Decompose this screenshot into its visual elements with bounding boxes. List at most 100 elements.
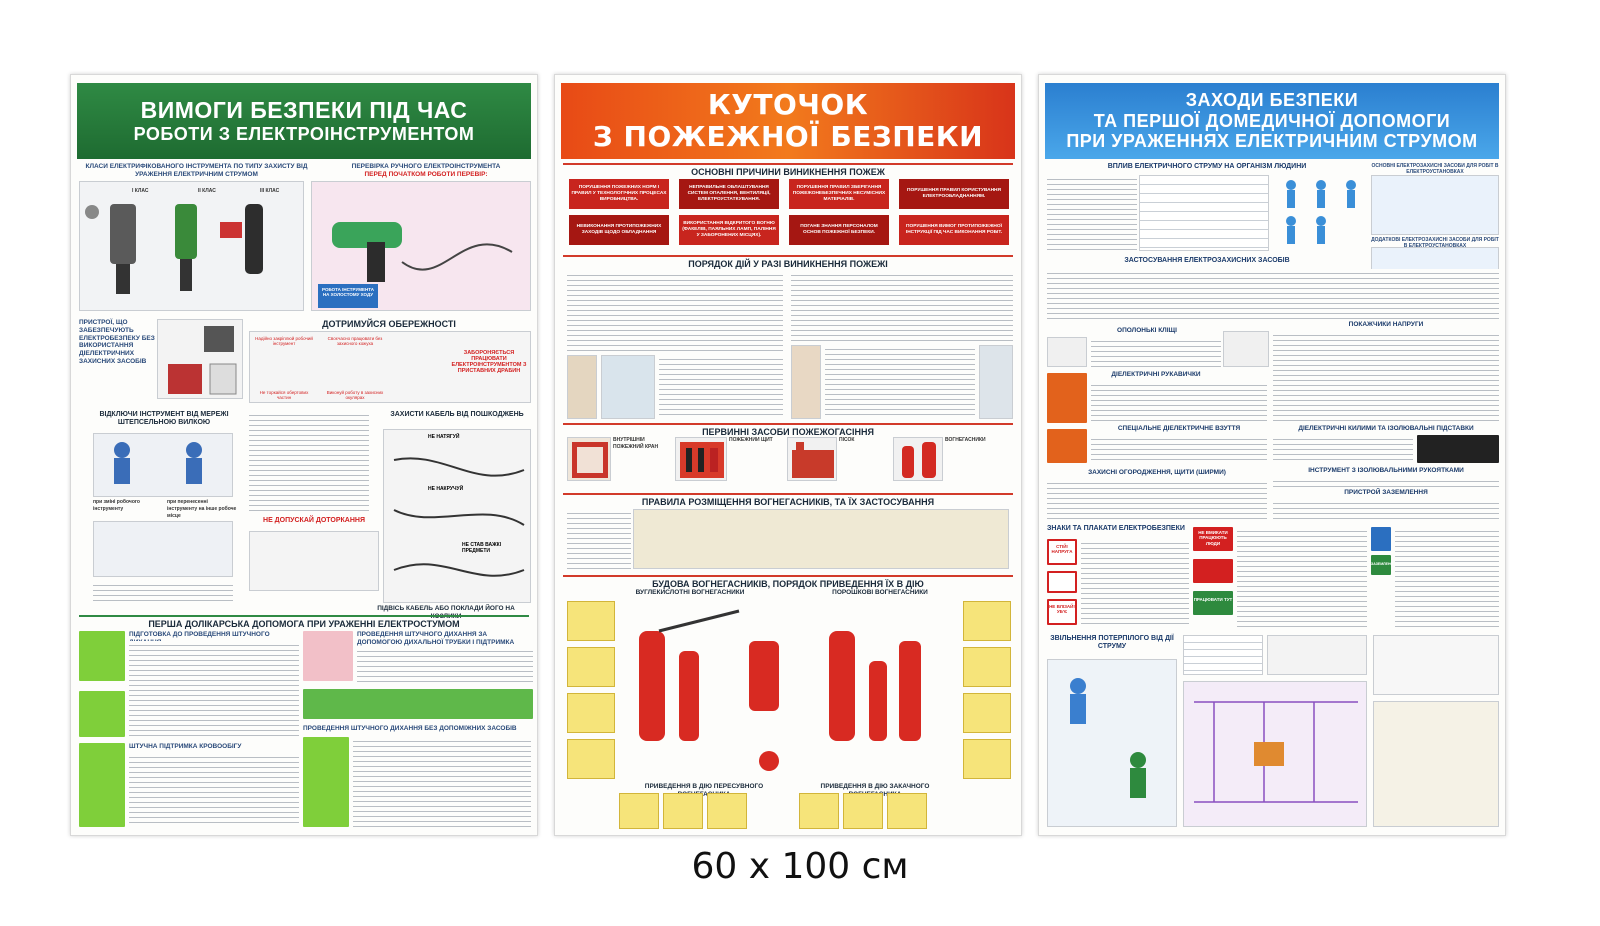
- procedure-heading: ПОРЯДОК ДІЙ У РАЗІ ВИНИКНЕННЯ ПОЖЕЖІ: [563, 255, 1013, 269]
- poster3-title-line3: ПРИ УРАЖЕННЯХ ЕЛЕКТРИЧНИМ СТРУМОМ: [1066, 131, 1478, 152]
- cable-heading: ЗАХИСТИ КАБЕЛЬ ВІД ПОШКОДЖЕНЬ: [390, 411, 524, 418]
- dielectric-mat-image: [1417, 435, 1499, 463]
- check-heading: ПЕРЕВІРКА РУЧНОГО ЕЛЕКТРОІНСТРУМЕНТА: [351, 163, 501, 170]
- cause-4: ПОРУШЕННЯ ПРАВИЛ КОРИСТУВАННЯ ЕЛЕКТРООБЛ…: [899, 179, 1009, 209]
- main-means-table: [1371, 175, 1499, 235]
- circuit-icon: [1194, 701, 1358, 803]
- co2-extinguishers-heading: ВУГЛЕКИСЛОТНІ ВОГНЕГАСНИКИ: [635, 589, 745, 596]
- procedure-image-4: [979, 345, 1013, 419]
- sign-stop: СТІЙ! НАПРУГА: [1047, 539, 1077, 565]
- tool-classes-illustration: І КЛАС ІІ КЛАС ІІІ КЛАС: [79, 181, 304, 311]
- fire-board-image: [675, 437, 727, 481]
- caution-item-4: Виконуй роботу в захисних окулярах: [326, 390, 384, 400]
- voltage-indicator-image: [1223, 331, 1269, 367]
- extra-means-heading: ДОДАТКОВІ ЕЛЕКТРОЗАХИСНІ ЗАСОБИ ДЛЯ РОБІ…: [1371, 237, 1499, 249]
- action-tile-3: [707, 793, 747, 829]
- procedure-image-1: [567, 355, 597, 419]
- worker-icon: [114, 442, 202, 484]
- check-subheading: ПЕРЕД ПОЧАТКОМ РОБОТИ ПЕРЕВІР:: [364, 171, 488, 178]
- first-aid-step3-image: [79, 691, 125, 737]
- poster1-title-line2: РОБОТИ З ЕЛЕКТРОІНСТРУМЕНТОМ: [133, 123, 475, 144]
- boots-text: [1091, 435, 1267, 463]
- placement-text: [567, 509, 631, 569]
- means-item-1: ОПОЛОНЬКІ КЛІЩІ: [1117, 327, 1177, 334]
- placement-heading: ПРАВИЛА РОЗМІЩЕННЯ ВОГНЕГАСНИКІВ, ТА ЇХ …: [563, 493, 1013, 507]
- first-aid-step4-image: [79, 743, 125, 827]
- action-tile-4: [799, 793, 839, 829]
- dielectric-gloves-image: [1047, 373, 1087, 423]
- extinguishers-image: [893, 437, 943, 481]
- sign-work-here: ПРАЦЮВАТИ ТУТ: [1193, 591, 1233, 615]
- first-aid-text-2: [357, 647, 533, 683]
- pictogram-tile-8: [963, 739, 1011, 779]
- signs-right-text: [1395, 527, 1499, 627]
- devices-heading: ПРИСТРОЇ, ЩО ЗАБЕЗПЕЧУЮТЬ ЕЛЕКТРОБЕЗПЕКУ…: [79, 319, 155, 365]
- powder-extinguishers-heading: ПОРОШКОВІ ВОГНЕГАСНИКИ: [832, 589, 928, 596]
- extinguisher-diagram: [639, 609, 921, 771]
- pictogram-tile-1: [567, 601, 615, 641]
- placement-illustration: [633, 509, 1009, 569]
- means-item-5: ДІЕЛЕКТРИЧНІ КИЛИМИ ТА ІЗОЛЮВАЛЬНІ ПІДСТ…: [1298, 425, 1474, 432]
- cause-3: ПОРУШЕННЯ ПРАВИЛ ЗБЕРІГАННЯ ПОЖЕЖОНЕБЕЗП…: [789, 179, 889, 209]
- fire-extinguisher-icon: [902, 442, 936, 478]
- sand-box-image: [787, 437, 837, 481]
- first-aid-text-3: [129, 753, 299, 827]
- mats-text: [1273, 435, 1413, 463]
- means-item-3: ДІЕЛЕКТРИЧНІ РУКАВИЧКИ: [1111, 371, 1201, 378]
- primary-item-3: ПІСОК: [839, 437, 855, 443]
- means-item-6: ІНСТРУМЕНТ З ІЗОЛЮВАЛЬНИМИ РУКОЯТКАМИ: [1308, 467, 1464, 474]
- pictogram-tile-7: [963, 693, 1011, 733]
- cause-6: ВИКОРИСТАННЯ ВІДКРИТОГО ВОГНЮ (ФАКЕЛІВ, …: [679, 215, 779, 245]
- first-aid-step5-image: [303, 737, 349, 827]
- caution-item-1: Надійно закріплюй робочий інструмент: [255, 336, 313, 346]
- disconnect-illustration: [93, 433, 233, 497]
- plates-text: [1237, 527, 1367, 627]
- poster3-title-line2: ТА ПЕРШОЇ ДОМЕДИЧНОЇ ДОПОМОГИ: [1093, 110, 1451, 131]
- primary-item-1: ВНУТРІШНІЙ ПОЖЕЖНИЙ КРАН: [613, 437, 659, 450]
- class3-label: ІІІ КЛАС: [260, 188, 280, 194]
- class1-label: І КЛАС: [132, 188, 149, 194]
- means-heading: ОСНОВНІ ЕЛЕКТРОЗАХИСНІ ЗАСОБИ ДЛЯ РОБІТ …: [1371, 163, 1499, 175]
- transformer-icon: [168, 326, 237, 395]
- grounding-text: [1273, 499, 1499, 519]
- disconnect-heading: ВІДКЛЮЧИ ІНСТРУМЕНТ ВІД МЕРЕЖІ ШТЕПСЕЛЬН…: [99, 411, 229, 427]
- sign-do-not-switch: НЕ ВМИКАТИ ПРАЦЮЮТЬ ЛЮДИ: [1193, 527, 1233, 551]
- influence-heading: ВПЛИВ ЕЛЕКТРИЧНОГО СТРУМУ НА ОРГАНІЗМ ЛЮ…: [1107, 163, 1307, 170]
- wiring-diagram: [1183, 681, 1367, 827]
- tool-rules-text: [249, 411, 369, 511]
- procedure-text-left: [567, 271, 783, 351]
- fire-cabinet-icon: [572, 442, 608, 478]
- poster2-header: КУТОЧОК З ПОЖЕЖНОЇ БЕЗПЕКИ: [561, 83, 1015, 159]
- cable-note-1: НЕ НАТЯГУЙ: [428, 434, 460, 440]
- caution-item-2: Своєчасно працювати без захисного кожуха: [327, 336, 383, 346]
- no-touch-heading: НЕ ДОПУСКАЙ ДОТОРКАННЯ: [263, 517, 365, 524]
- means-item-2: ПОКАЖЧИКИ НАПРУГИ: [1348, 321, 1424, 328]
- sign-red-frame: [1047, 571, 1077, 593]
- first-aid-text-4: [353, 737, 531, 827]
- primary-item-2: ПОЖЕЖНИЙ ЩИТ: [729, 437, 773, 443]
- protective-devices-illustration: [157, 319, 243, 399]
- release-table: [1183, 635, 1263, 675]
- first-aid-sub-3: ШТУЧНА ПІДТРИМКА КРОВООБІГУ: [129, 743, 242, 750]
- influence-text: [1047, 175, 1137, 251]
- first-aid-heading: ПЕРША ДОЛІКАРСЬКА ДОПОМОГА ПРИ УРАЖЕННІ …: [79, 615, 529, 629]
- first-aid-text-1: [129, 641, 299, 737]
- cause-5: НЕВИКОНАННЯ ПРОТИПОЖЕЖНИХ ЗАХОДІВ ЩОДО О…: [569, 215, 669, 245]
- procedure-text-right: [791, 271, 1013, 341]
- first-aid-step1-image: [79, 631, 125, 681]
- bypass-illustration: [1373, 635, 1499, 695]
- signs-heading: ЗНАКИ ТА ПЛАКАТИ ЕЛЕКТРОБЕЗПЕКИ: [1047, 525, 1185, 532]
- cable-note-3: НЕ СТАВ ВАЖКІ ПРЕДМЕТИ: [462, 542, 502, 554]
- procedure-text-mid: [659, 355, 783, 419]
- disconnect-illustration-2: [93, 521, 233, 577]
- tool-check-illustration: РОБОТА ІНСТРУМЕНТА НА ХОЛОСТОМУ ХОДУ: [311, 181, 531, 311]
- release-heading: ЗВІЛЬНЕННЯ ПОТЕРПІЛОГО ВІД ДІЇ СТРУМУ: [1050, 635, 1174, 651]
- action-tile-5: [843, 793, 883, 829]
- cable-note-2: НЕ НАКРУЧУЙ: [428, 486, 464, 492]
- indicator-text: [1273, 331, 1499, 421]
- sign-grounded: ЗАЗЕМЛЕНО: [1371, 555, 1393, 575]
- cause-1: ПОРУШЕННЯ ПОЖЕЖНИХ НОРМ І ПРАВИЛ У ТЕХНО…: [569, 179, 669, 209]
- sign-dont-climb: НЕ ВЛІЗАЙ! УБ'Є: [1047, 599, 1077, 625]
- action-tile-1: [619, 793, 659, 829]
- tools-text: [1273, 477, 1499, 487]
